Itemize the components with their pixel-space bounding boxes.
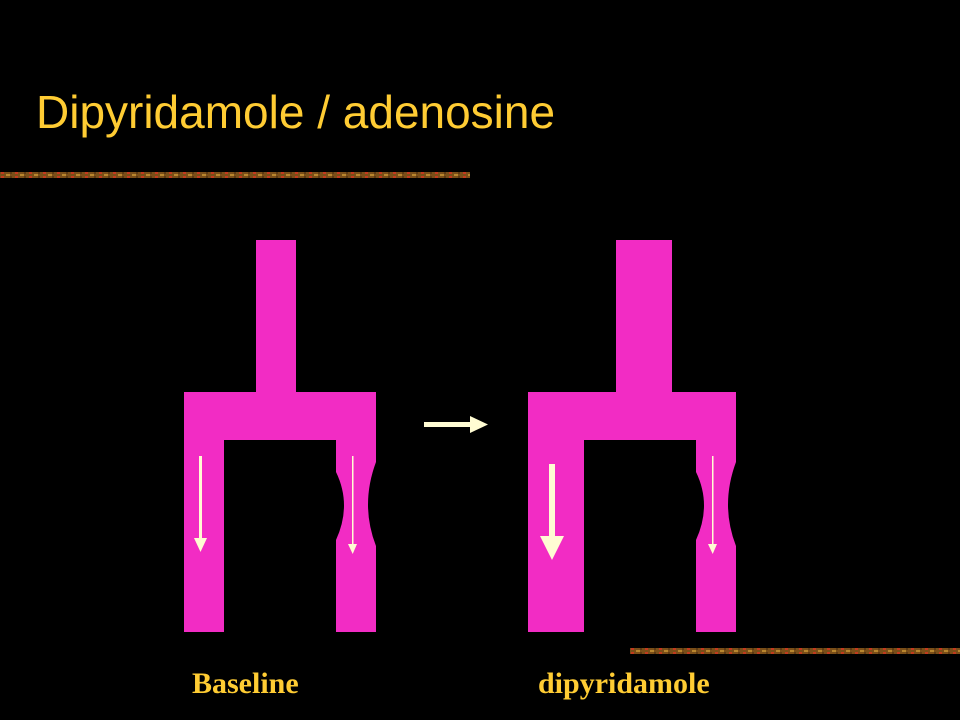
top-divider: [0, 172, 470, 178]
dipyridamole-right-flow-arrow: [708, 456, 717, 554]
dipyridamole-stenosis-inner: [696, 472, 704, 540]
dipyridamole-right-branch: [696, 436, 736, 632]
dipyridamole-left-branch: [528, 436, 584, 632]
panel-label-baseline: Baseline: [192, 667, 299, 700]
baseline-right-flow-arrow: [348, 456, 357, 554]
transition-arrow: [424, 416, 488, 433]
dipyridamole-stenosis-plaque: [728, 462, 744, 546]
baseline-right-branch: [336, 436, 376, 632]
baseline-trunk: [256, 240, 296, 394]
dipyridamole-trunk: [616, 240, 672, 394]
dipyridamole-bifurcation: [528, 392, 736, 440]
baseline-left-branch: [184, 436, 224, 632]
dipyridamole-vessel: [528, 240, 744, 632]
baseline-stenosis-plaque: [368, 462, 384, 546]
baseline-bifurcation: [184, 392, 376, 440]
baseline-left-flow-arrow: [194, 456, 207, 552]
slide-title: Dipyridamole / adenosine: [36, 86, 556, 138]
baseline-stenosis-inner: [336, 472, 344, 540]
panel-label-dipyridamole: dipyridamole: [538, 667, 710, 700]
baseline-vessel: [184, 240, 384, 632]
dipyridamole-left-flow-arrow: [540, 464, 564, 560]
bottom-divider: [630, 648, 960, 654]
